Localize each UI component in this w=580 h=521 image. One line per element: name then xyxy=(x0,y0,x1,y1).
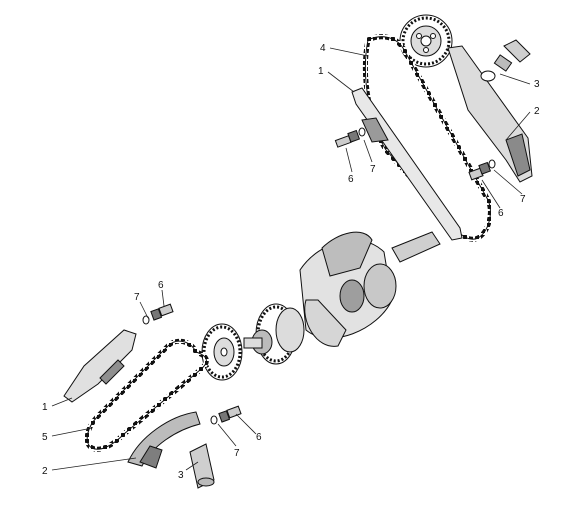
bottom-camshaft-sprocket-icon xyxy=(201,323,243,381)
callout-top-1: 1 xyxy=(318,66,324,77)
top-chain-guide-icon xyxy=(351,87,463,241)
callout-top-2: 2 xyxy=(534,106,540,117)
top-camshaft-sprocket-icon xyxy=(399,14,453,68)
crankshaft-icon xyxy=(299,231,441,347)
callout-top-6b: 6 xyxy=(498,208,504,219)
top-left-plunger-icon xyxy=(334,127,366,148)
callout-bottom-7b: 7 xyxy=(234,448,240,459)
crankshaft-drive-gear-icon xyxy=(243,303,305,365)
bottom-lower-plunger-icon xyxy=(210,405,242,425)
bottom-chain-tensioner-slider-icon xyxy=(127,411,201,469)
callout-bottom-6b: 6 xyxy=(256,432,262,443)
bottom-chain-guide-icon xyxy=(63,329,137,403)
callout-top-3: 3 xyxy=(534,79,540,90)
top-tensioner-plunger-icon xyxy=(480,39,531,82)
callout-bottom-6a: 6 xyxy=(158,280,164,291)
callout-bottom-5: 5 xyxy=(42,432,48,443)
top-chain-tensioner-slider-icon xyxy=(447,45,533,183)
callout-bottom-1: 1 xyxy=(42,402,48,413)
callout-top-7a: 7 xyxy=(370,164,376,175)
bottom-tensioner-plunger-icon xyxy=(189,443,215,489)
bottom-upper-plunger-icon xyxy=(142,303,174,325)
callout-bottom-7a: 7 xyxy=(134,292,140,303)
callout-labels: 4 1 3 2 6 7 6 7 7 6 1 5 2 3 7 6 xyxy=(42,43,540,481)
callout-bottom-3: 3 xyxy=(178,470,184,481)
callout-bottom-2: 2 xyxy=(42,466,48,477)
callout-top-4: 4 xyxy=(320,43,326,54)
leader-lines xyxy=(51,47,531,471)
top-right-plunger-icon xyxy=(468,159,496,181)
callout-top-7b: 7 xyxy=(520,194,526,205)
bottom-timing-chain-icon xyxy=(84,338,209,452)
callout-top-6a: 6 xyxy=(348,174,354,185)
